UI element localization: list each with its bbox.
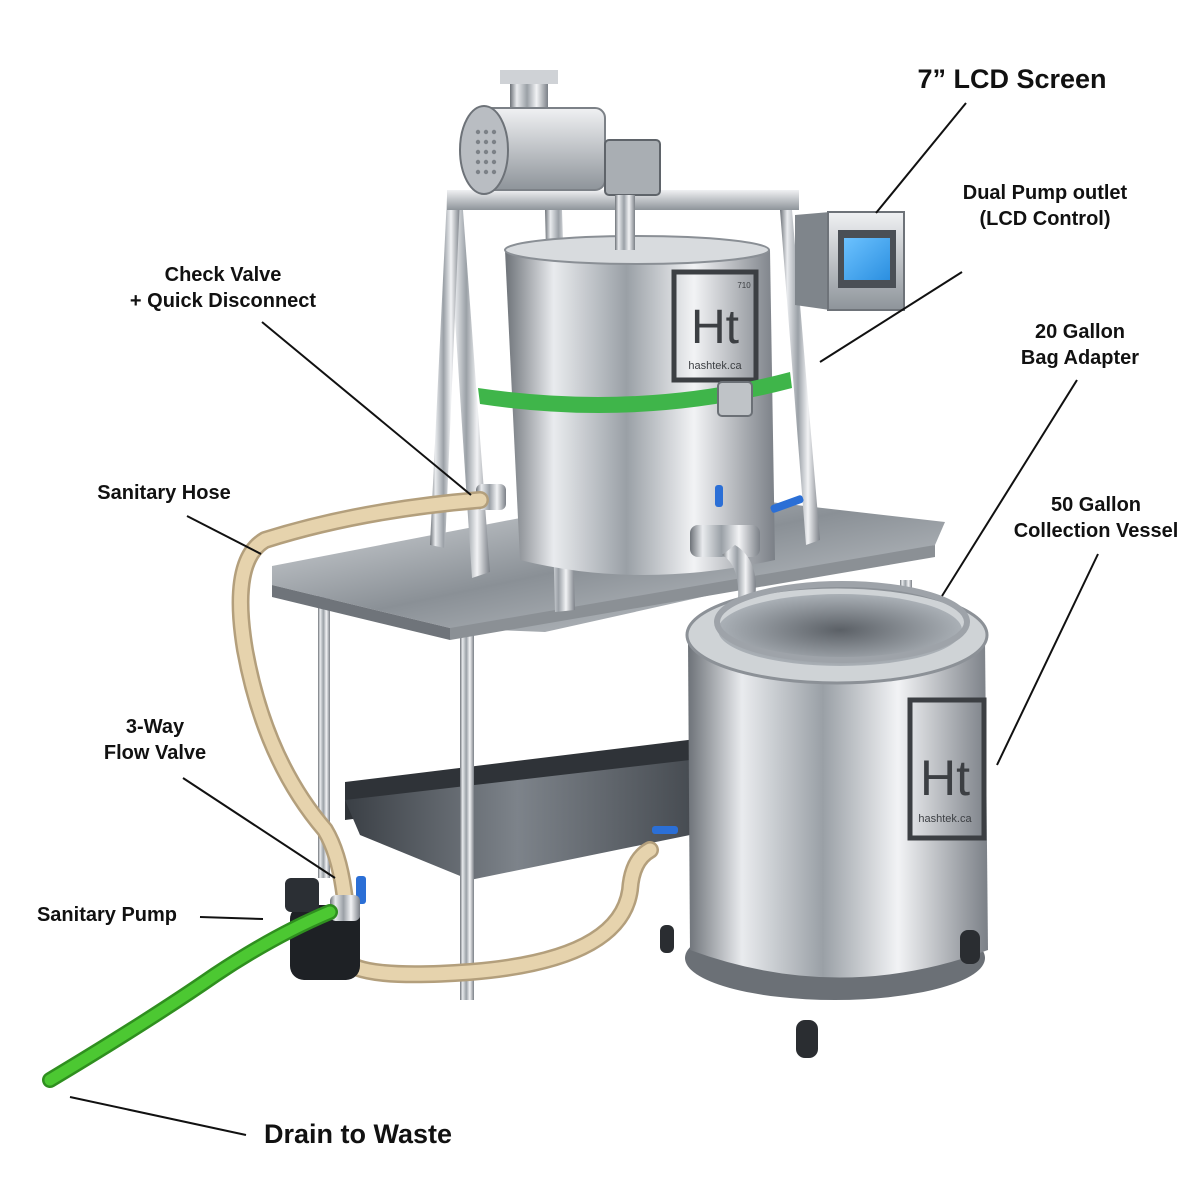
label-dual-pump-outlet-line2: (LCD Control): [979, 208, 1111, 231]
label-lcd-screen-text: 7” LCD Screen: [917, 64, 1107, 94]
sanitary-hose: [231, 491, 659, 984]
label-sanitary-hose-text: Sanitary Hose: [97, 482, 231, 504]
label-lcd-screen: 7” LCD Screen: [895, 62, 1129, 98]
label-check-valve-line1: Check Valve: [164, 264, 282, 286]
label-dual-pump-outlet-line1: Dual Pump outlet: [962, 182, 1128, 204]
label-dual-pump-outlet: Dual Pump outlet (LCD Control): [936, 180, 1154, 233]
leader-lines: [69, 102, 1099, 1136]
kettle-logo-num: 710: [737, 281, 751, 290]
collection-vessel: Ht hashtek.ca: [660, 581, 989, 1058]
vessel-logo-sub: hashtek.ca: [918, 813, 972, 825]
label-flow-valve: 3-Way Flow Valve: [84, 714, 226, 767]
label-flow-valve-line2: Flow Valve: [103, 742, 207, 765]
main-kettle: Ht hashtek.ca 710: [504, 235, 775, 575]
label-bag-adapter-line1: 20 Gallon: [1034, 321, 1126, 343]
kettle-logo-sub: hashtek.ca: [688, 360, 742, 372]
label-collection-vessel: 50 Gallon Collection Vessel: [994, 492, 1198, 545]
drain-hose: [42, 904, 338, 1088]
lcd-screen: [844, 238, 890, 280]
label-collection-vessel-line2: Collection Vessel: [1013, 520, 1179, 543]
lcd-control-box: [795, 211, 905, 311]
label-check-valve: Check Valve + Quick Disconnect: [97, 262, 349, 315]
label-check-valve-line2: + Quick Disconnect: [129, 290, 317, 313]
label-sanitary-hose: Sanitary Hose: [70, 480, 258, 506]
label-sanitary-pump-text: Sanitary Pump: [36, 904, 178, 926]
label-bag-adapter: 20 Gallon Bag Adapter: [995, 319, 1165, 372]
label-collection-vessel-line1: 50 Gallon: [1050, 494, 1142, 516]
kettle-logo-text: Ht: [691, 301, 739, 354]
valve-handles: [356, 485, 804, 904]
label-drain: Drain to Waste: [246, 1117, 470, 1153]
label-bag-adapter-line2: Bag Adapter: [1020, 347, 1140, 370]
label-flow-valve-line1: 3-Way: [125, 716, 185, 738]
vessel-logo-text: Ht: [920, 750, 970, 806]
green-strap: [478, 372, 792, 417]
outlet-fittings: [476, 484, 760, 600]
mixer-motor: [459, 70, 661, 250]
label-sanitary-pump: Sanitary Pump: [12, 902, 202, 928]
label-drain-text: Drain to Waste: [263, 1119, 453, 1149]
table-lower-shelf: [345, 733, 745, 880]
